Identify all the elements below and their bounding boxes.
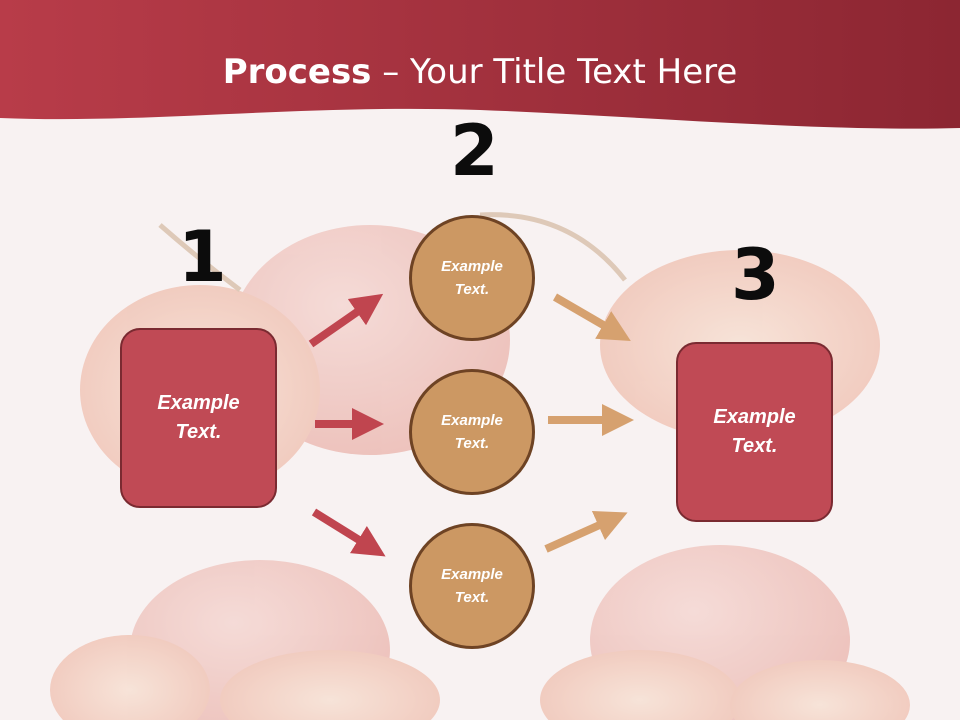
step-number-3: 3: [731, 234, 780, 316]
step-2-circle-top: Example Text.: [409, 215, 535, 341]
title-bold: Process: [222, 52, 372, 92]
step-3-box: Example Text.: [676, 342, 833, 522]
step-2-circle-middle: Example Text.: [409, 369, 535, 495]
step-2-label-top: Example Text.: [441, 258, 503, 298]
step-2-label-middle: Example Text.: [441, 412, 503, 452]
page-title: Process – Your Title Text Here: [0, 52, 960, 92]
step-1-label: Example Text.: [157, 392, 240, 443]
arrow-1-to-bottom: [311, 508, 386, 557]
title-rest: – Your Title Text Here: [371, 52, 738, 92]
step-3-label: Example Text.: [713, 406, 796, 457]
step-2-circle-bottom: Example Text.: [409, 523, 535, 649]
step-1-box: Example Text.: [120, 328, 277, 508]
step-2-label-bottom: Example Text.: [441, 566, 503, 606]
step-number-1: 1: [178, 216, 227, 298]
step-number-2: 2: [450, 110, 499, 192]
arrow-1-to-top: [308, 293, 384, 348]
arrow-bottom-to-3: [544, 510, 628, 553]
arrow-top-to-3: [552, 293, 631, 342]
